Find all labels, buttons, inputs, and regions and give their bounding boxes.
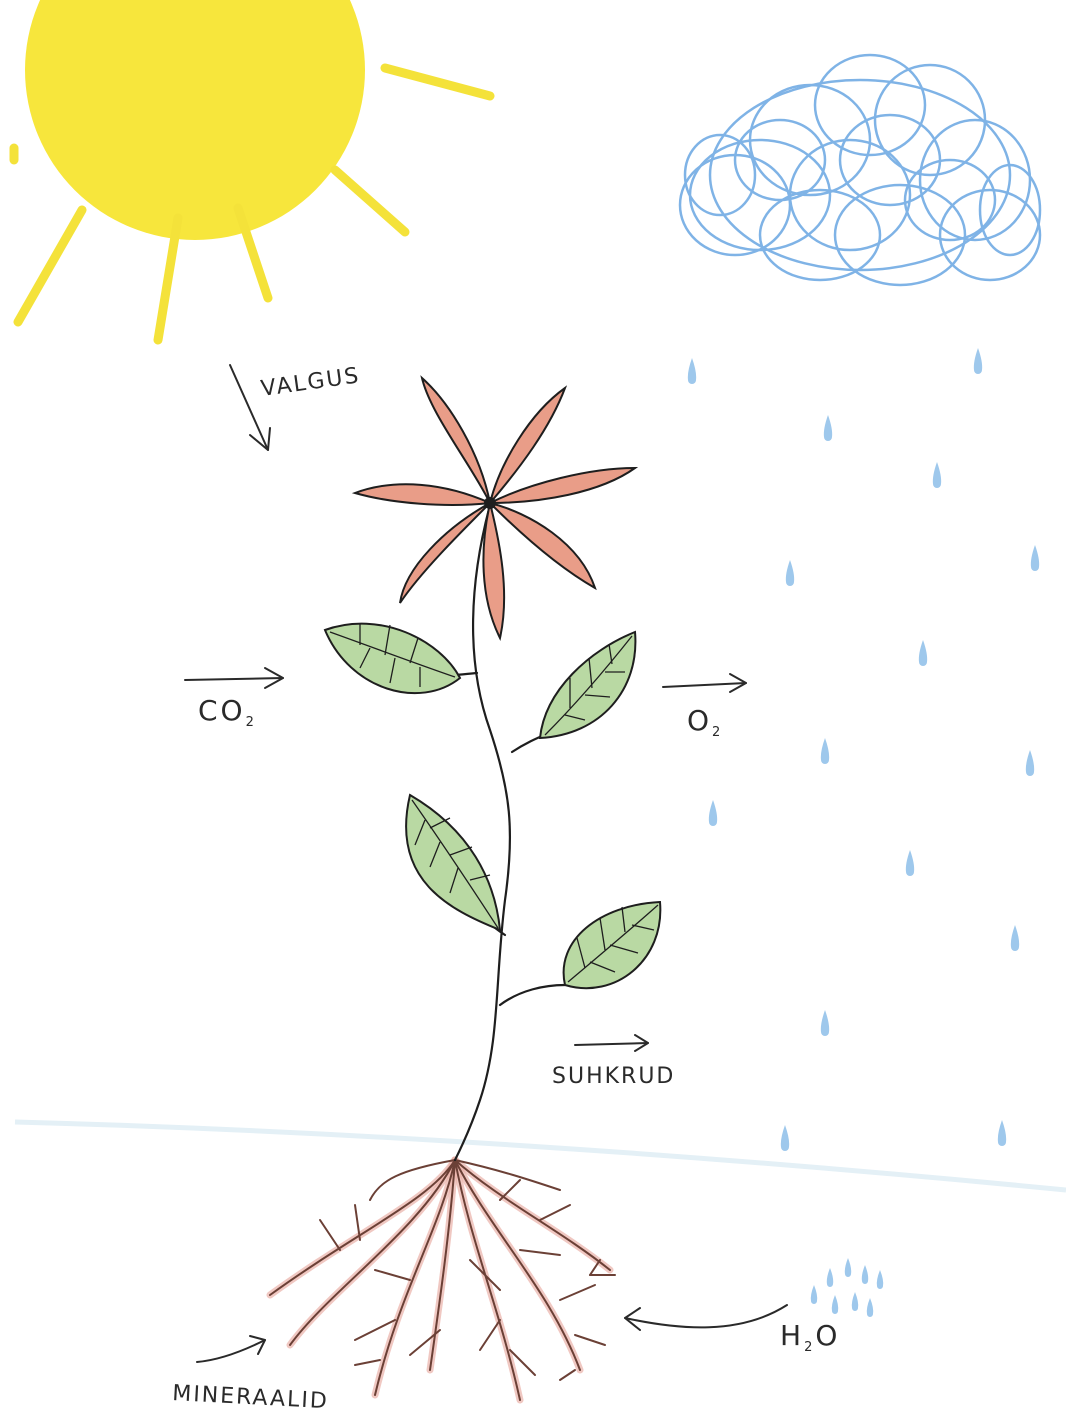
h2o-arrow bbox=[625, 1305, 787, 1330]
flower-icon bbox=[355, 378, 635, 638]
cloud-icon bbox=[680, 55, 1040, 285]
leaf-icon bbox=[564, 902, 661, 988]
leaf-icon bbox=[406, 795, 500, 930]
sun-ray bbox=[385, 68, 490, 96]
raindrop-icon bbox=[906, 850, 914, 876]
leaf-icon bbox=[540, 632, 635, 738]
raindrop-icon bbox=[821, 1010, 829, 1036]
label-o2: O2 bbox=[687, 704, 723, 740]
raindrop-icon bbox=[998, 1120, 1006, 1146]
sugars-arrow bbox=[575, 1035, 648, 1051]
raindrop-icon bbox=[709, 800, 717, 826]
raindrop-icon bbox=[867, 1298, 873, 1317]
raindrop-icon bbox=[919, 640, 927, 666]
raindrop-icon bbox=[1031, 545, 1039, 571]
raindrop-icon bbox=[933, 462, 941, 488]
raindrop-icon bbox=[786, 560, 794, 586]
raindrop-icon bbox=[862, 1265, 868, 1284]
sun-ray bbox=[335, 170, 405, 232]
raindrop-icon bbox=[877, 1270, 883, 1289]
raindrop-icon bbox=[852, 1292, 858, 1311]
label-o2-main: O bbox=[687, 704, 712, 737]
raindrop-icon bbox=[845, 1258, 851, 1277]
raindrop-icon bbox=[811, 1285, 817, 1304]
label-h2o-h: H bbox=[780, 1319, 804, 1352]
raindrop-icon bbox=[781, 1125, 789, 1151]
label-minerals: MINERAALID bbox=[172, 1381, 330, 1414]
raindrop-icon bbox=[688, 358, 696, 384]
sun-ray bbox=[18, 210, 82, 322]
label-h2o-o: O bbox=[815, 1319, 840, 1352]
label-co2: CO2 bbox=[198, 694, 257, 730]
raindrop-icon bbox=[821, 738, 829, 764]
o2-arrow bbox=[663, 674, 746, 692]
raindrop-icon bbox=[1026, 750, 1034, 776]
sun-disc bbox=[25, 0, 365, 240]
raindrop-icon bbox=[974, 348, 982, 374]
raindrop-icon bbox=[832, 1295, 838, 1314]
label-h2o: H2O bbox=[780, 1319, 840, 1355]
sun-icon bbox=[14, 0, 490, 340]
label-o2-sub: 2 bbox=[712, 725, 723, 740]
leaf-stalk bbox=[500, 985, 565, 1005]
label-light: VALGUS bbox=[259, 363, 362, 402]
roots-icon bbox=[270, 1160, 615, 1400]
label-sugars: SUHKRUD bbox=[552, 1064, 675, 1089]
label-co2-main: CO bbox=[198, 694, 246, 727]
flower-center bbox=[484, 497, 496, 509]
raindrop-icon bbox=[827, 1268, 833, 1287]
minerals-arrow bbox=[197, 1336, 265, 1362]
leaf-icon bbox=[325, 623, 460, 693]
raindrop-icon bbox=[1011, 925, 1019, 951]
label-co2-sub: 2 bbox=[246, 715, 257, 730]
label-h2o-sub: 2 bbox=[804, 1340, 815, 1355]
ground-line bbox=[15, 1122, 1066, 1190]
co2-arrow bbox=[185, 668, 283, 688]
raindrop-icon bbox=[824, 415, 832, 441]
